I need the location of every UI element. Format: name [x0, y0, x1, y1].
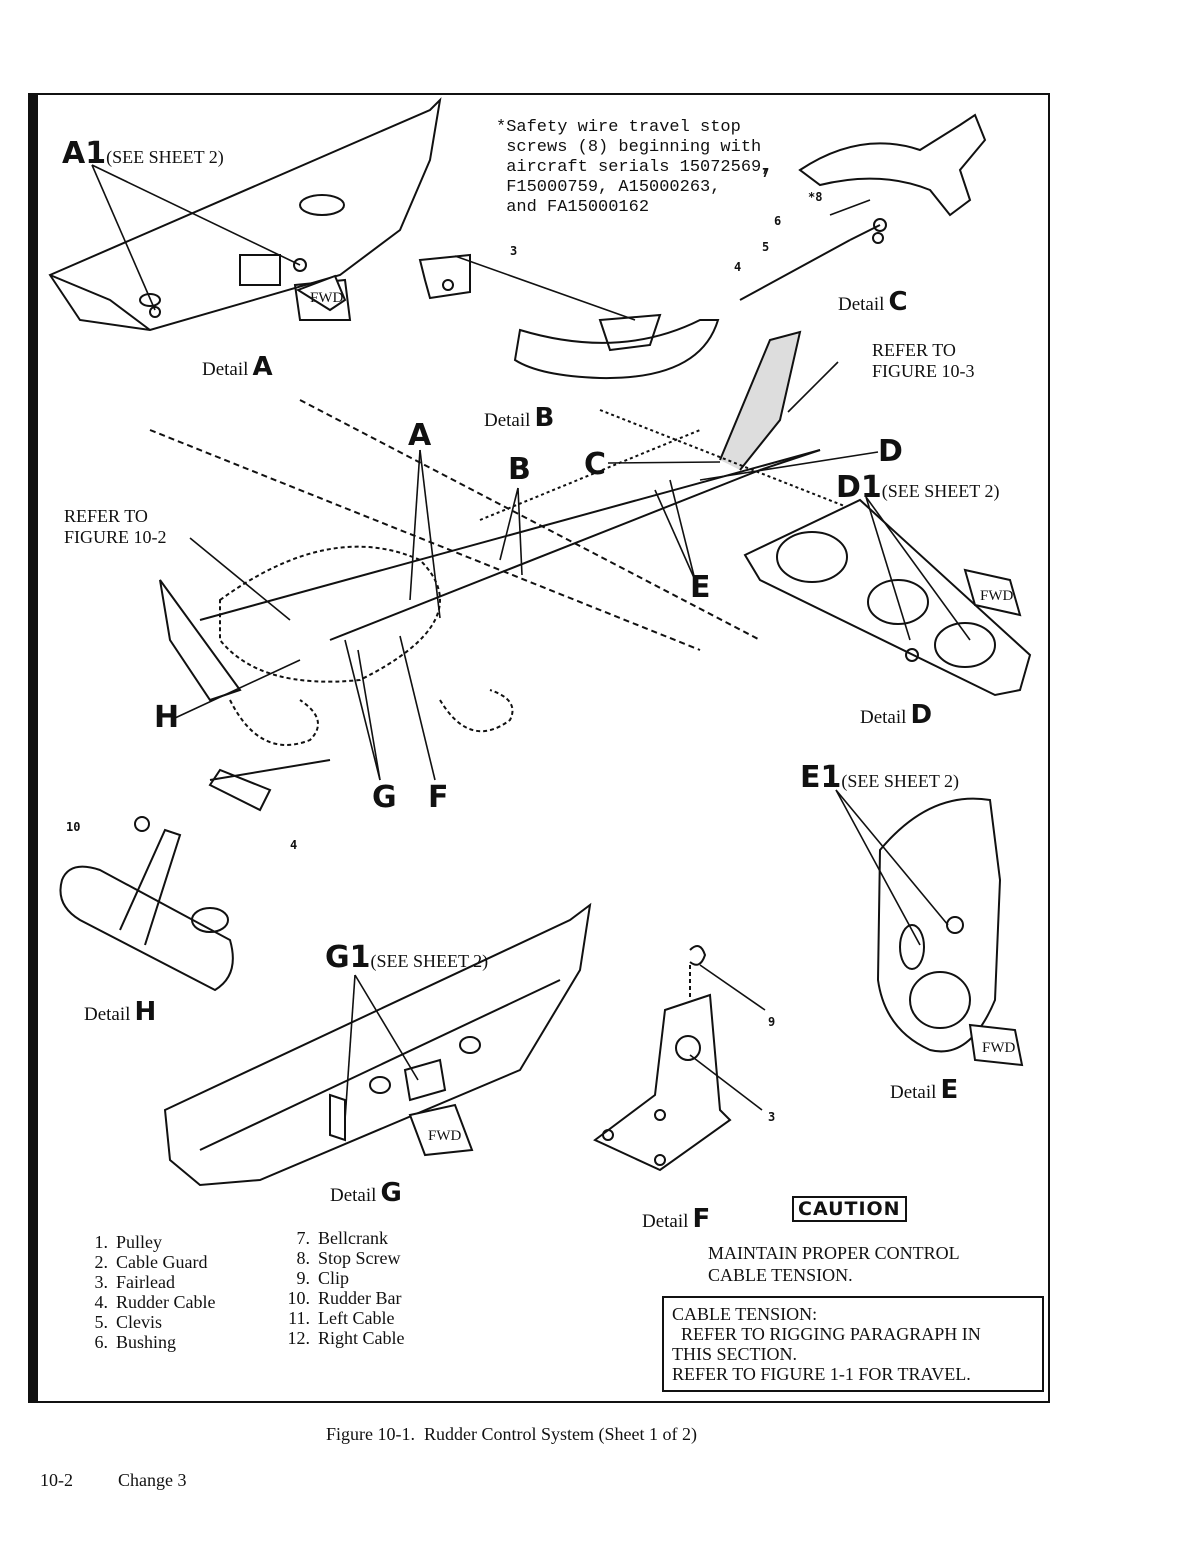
legend-item: 9.Clip — [296, 1268, 350, 1288]
fwd-arrow-e: FWD — [968, 1023, 1024, 1067]
callout-d1: D1(SEE SHEET 2) — [836, 470, 1000, 505]
frame-edge-bar — [28, 93, 38, 1403]
fwd-label: FWD — [310, 290, 344, 306]
tension-line: REFER TO FIGURE 1-1 FOR TRAVEL. — [672, 1364, 971, 1384]
parts-legend-right: 7.Bellcrank 8.Stop Screw 9.Clip 10.Rudde… — [276, 1228, 405, 1348]
detail-d-drawing — [743, 498, 1032, 697]
part-number: 4 — [734, 260, 742, 274]
legend-item: 8.Stop Screw — [296, 1248, 401, 1268]
page-number: 10-2 — [40, 1470, 73, 1490]
station-letter-a: A — [408, 418, 432, 453]
caution-text: MAINTAIN PROPER CONTROL CABLE TENSION. — [708, 1243, 960, 1285]
detail-g-drawing — [163, 902, 592, 1187]
legend-item: 11.Left Cable — [288, 1308, 395, 1328]
part-number: 5 — [762, 240, 770, 254]
detail-e-drawing — [876, 797, 1002, 1053]
caution-badge: CAUTION — [792, 1196, 907, 1222]
station-letter-c: C — [584, 447, 607, 482]
legend-item: 1.Pulley — [94, 1232, 163, 1252]
figure-caption: Figure 10-1. Rudder Control System (Shee… — [326, 1424, 697, 1444]
legend-item: 7.Bellcrank — [296, 1228, 388, 1248]
refer-figure-10-3: REFER TO FIGURE 10-3 — [872, 340, 975, 381]
detail-b-drawing — [418, 253, 720, 380]
legend-item: 2.Cable Guard — [94, 1252, 208, 1272]
legend-item: 3.Fairlead — [94, 1272, 175, 1292]
legend-item: 12.Right Cable — [287, 1328, 405, 1348]
detail-a-drawing — [48, 97, 442, 332]
part-number: 3 — [510, 244, 518, 258]
part-number: 3 — [768, 1110, 776, 1124]
part-number: 7 — [762, 166, 770, 180]
change-number: Change 3 — [118, 1470, 187, 1490]
detail-h-drawing — [59, 759, 331, 992]
fwd-label: FWD — [980, 588, 1014, 604]
safety-wire-note: *Safety wire travel stop screws (8) begi… — [496, 118, 772, 217]
refer-figure-10-2: REFER TO FIGURE 10-2 — [64, 506, 167, 547]
detail-c-drawing — [739, 113, 987, 301]
fwd-arrow-d: FWD — [963, 568, 1022, 617]
part-number: *8 — [808, 190, 823, 204]
tension-line: REFER TO RIGGING PARAGRAPH IN — [672, 1324, 981, 1344]
parts-legend-left: 1.Pulley 2.Cable Guard 3.Fairlead 4.Rudd… — [74, 1232, 216, 1352]
legend-item: 5.Clevis — [94, 1312, 163, 1332]
station-letter-b: B — [508, 452, 531, 487]
station-letter-d: D — [878, 434, 903, 469]
part-number: 6 — [774, 214, 782, 228]
station-letter-h: H — [154, 700, 180, 735]
tension-line: THIS SECTION. — [672, 1344, 797, 1364]
leader-lines — [91, 164, 971, 1121]
tension-line: CABLE TENSION: — [672, 1304, 818, 1324]
callout-g1: G1(SEE SHEET 2) — [325, 940, 489, 975]
callout-a1: A1(SEE SHEET 2) — [62, 136, 224, 171]
cable-tension-box: CABLE TENSION: REFER TO RIGGING PARAGRAP… — [662, 1296, 1044, 1392]
fwd-arrow-g: FWD — [408, 1103, 474, 1157]
legend-item: 4.Rudder Cable — [94, 1292, 216, 1312]
legend-item: 6.Bushing — [94, 1332, 177, 1352]
detail-f-drawing — [593, 945, 732, 1172]
part-number: 10 — [66, 820, 81, 834]
fwd-arrow-a: FWD — [295, 274, 347, 312]
callout-e1: E1(SEE SHEET 2) — [800, 760, 960, 795]
airplane-drawing — [149, 330, 881, 746]
fwd-label: FWD — [982, 1040, 1016, 1056]
part-number: 9 — [768, 1015, 776, 1029]
station-letter-f: F — [428, 780, 449, 815]
part-number: 4 — [290, 838, 298, 852]
legend-item: 10.Rudder Bar — [287, 1288, 402, 1308]
station-letter-g: G — [372, 780, 397, 815]
station-letter-e: E — [690, 570, 711, 605]
fwd-label: FWD — [428, 1128, 462, 1144]
